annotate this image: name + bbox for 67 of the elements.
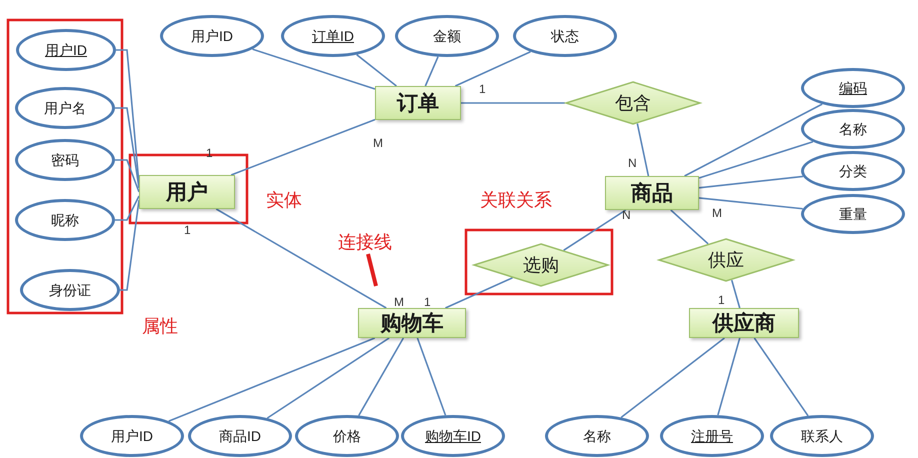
- connector-line: [754, 338, 809, 416]
- relationship-diamond: 包含: [565, 81, 701, 125]
- cardinality-label: 1: [718, 293, 725, 307]
- attribute-ellipse: 价格: [295, 415, 399, 457]
- entity-box: 供应商: [689, 308, 799, 338]
- connector-line: [115, 196, 140, 221]
- connector-line: [356, 54, 397, 87]
- connector-line: [120, 200, 140, 291]
- cardinality-label: N: [622, 208, 631, 222]
- connector-line: [698, 176, 804, 189]
- connector-line: [684, 103, 823, 177]
- annotation-text: 属性: [142, 315, 178, 338]
- connector-line: [230, 118, 376, 176]
- connector-line: [636, 123, 650, 176]
- attribute-ellipse: 用户名: [15, 87, 115, 129]
- annotation-text: 关联关系: [480, 189, 552, 212]
- cardinality-label: N: [628, 156, 637, 170]
- attribute-ellipse: 昵称: [15, 199, 115, 241]
- cardinality-label: 1: [479, 82, 486, 96]
- connector-line: [670, 209, 709, 244]
- connector-line: [424, 56, 439, 86]
- connector-line: [168, 337, 376, 422]
- connector-line: [698, 197, 803, 210]
- connector-line: [252, 48, 376, 90]
- connector-line: [445, 277, 513, 309]
- attribute-ellipse: 注册号: [660, 415, 764, 457]
- cardinality-label: M: [394, 295, 404, 309]
- connector-line: [717, 338, 741, 416]
- annotation-text: 连接线: [332, 230, 398, 254]
- attribute-ellipse: 金额: [395, 15, 499, 57]
- attribute-ellipse: 商品ID: [188, 415, 292, 457]
- connector-line: [730, 280, 740, 308]
- cardinality-label: M: [712, 206, 722, 220]
- attribute-ellipse: 用户ID: [160, 15, 264, 57]
- cardinality-label: M: [373, 136, 383, 150]
- entity-box: 订单: [375, 86, 461, 120]
- attribute-ellipse: 密码: [15, 139, 115, 181]
- cardinality-label: 1: [184, 223, 191, 237]
- attribute-ellipse: 购物车ID: [401, 415, 505, 457]
- connector-line: [461, 102, 565, 104]
- connector-line: [416, 338, 446, 416]
- entity-box: 商品: [605, 176, 699, 210]
- connector-line: [358, 338, 404, 416]
- attribute-ellipse: 用户ID: [80, 415, 184, 457]
- attribute-ellipse: 状态: [513, 15, 617, 57]
- attribute-ellipse: 分类: [801, 151, 905, 191]
- entity-box: 用户: [139, 175, 235, 209]
- attribute-ellipse: 编码: [801, 68, 905, 108]
- connector-line: [115, 159, 140, 192]
- attribute-ellipse: 身份证: [20, 269, 120, 311]
- attribute-ellipse: 名称: [545, 415, 649, 457]
- relationship-diamond: 供应: [658, 238, 794, 282]
- attribute-ellipse: 用户ID: [16, 29, 116, 71]
- leader-line: [366, 254, 378, 286]
- connector-line: [563, 209, 626, 251]
- connector-line: [115, 107, 140, 188]
- relationship-diamond: 选购: [473, 243, 609, 287]
- attribute-ellipse: 联系人: [770, 415, 874, 457]
- connector-line: [698, 141, 814, 179]
- connector-line: [216, 208, 387, 309]
- attribute-ellipse: 名称: [801, 109, 905, 149]
- annotation-text: 实体: [266, 189, 302, 212]
- entity-box: 购物车: [358, 308, 466, 338]
- cardinality-label: 1: [424, 295, 431, 309]
- attribute-ellipse: 订单ID: [281, 15, 385, 57]
- connector-line: [454, 51, 531, 87]
- attribute-ellipse: 重量: [801, 194, 905, 234]
